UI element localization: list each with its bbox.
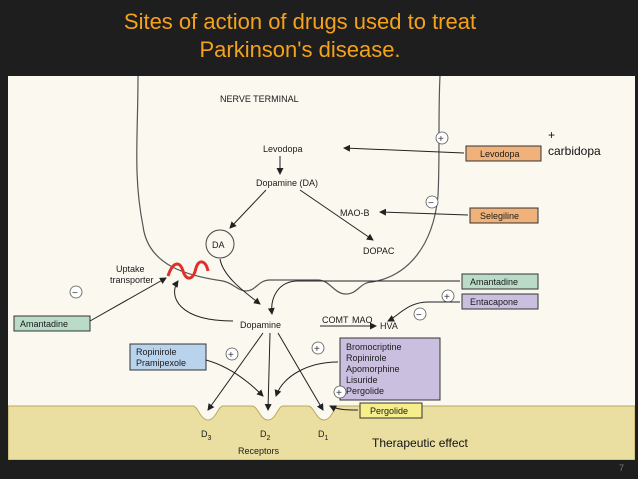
arrow-to-d2 xyxy=(264,332,272,411)
arrow-amantadine-right xyxy=(267,280,460,315)
arrow-amantadine-left xyxy=(89,277,167,322)
minus-sign-amantadine-left-text: − xyxy=(72,288,78,299)
arrow-pergolide xyxy=(329,405,359,412)
agonists-drug-box xyxy=(339,337,441,401)
nerve-terminal-outline xyxy=(136,76,441,295)
selegiline-drug-box xyxy=(469,207,539,224)
arrow-reuptake xyxy=(171,280,234,322)
diagram-figure: NERVE TERMINAL Levodopa Dopamine (DA) MA… xyxy=(8,76,635,460)
d2-label: D2 xyxy=(260,429,271,442)
nerve-terminal-label: NERVE TERMINAL xyxy=(220,94,299,104)
plus-note: + xyxy=(548,128,556,142)
diagram-svg: NERVE TERMINAL Levodopa Dopamine (DA) MA… xyxy=(8,76,635,460)
ropinirole-pramipexole-box xyxy=(129,343,207,371)
arrow-entacapone xyxy=(387,301,460,322)
arrow-to-d1 xyxy=(277,332,324,411)
arrow-to-d3 xyxy=(207,332,264,411)
pergolide-drug-box xyxy=(359,402,423,419)
entacapone-label: Entacapone xyxy=(470,297,518,307)
levodopa-drug-label: Levodopa xyxy=(480,149,520,159)
agonist-pergolide: Pergolide xyxy=(346,386,384,396)
agonist-bromocriptine: Bromocriptine xyxy=(346,342,402,352)
hva-label: HVA xyxy=(380,321,398,331)
entacapone-drug-box xyxy=(461,293,539,310)
d1-label: D1 xyxy=(318,429,329,442)
title-line-1: Sites of action of drugs used to treat xyxy=(123,9,477,34)
plus-sign-amantadine-text: + xyxy=(444,292,450,303)
plus-sign-levodopa xyxy=(435,131,449,145)
amantadine-left-label: Amantadine xyxy=(20,319,68,329)
ropinirole-label: Ropinirole xyxy=(136,347,177,357)
minus-sign-selegiline-text: − xyxy=(428,198,434,209)
mao-label: MAO xyxy=(352,315,373,325)
dopamine-label: Dopamine xyxy=(240,320,281,330)
uptake-label-1: Uptake xyxy=(116,264,145,274)
plus-sign-pergolide-text: + xyxy=(336,388,342,399)
plus-sign-ropinirole xyxy=(225,347,239,361)
slide-title: Sites of action of drugs used to treat P… xyxy=(0,8,600,64)
pergolide-label: Pergolide xyxy=(370,406,408,416)
arrow-da-to-dopac xyxy=(299,189,374,241)
carbidopa-note: carbidopa xyxy=(548,144,601,158)
dopac-label: DOPAC xyxy=(363,246,395,256)
plus-sign-pergolide xyxy=(333,385,347,399)
minus-sign-selegiline xyxy=(425,195,439,209)
arrow-levodopa-drug xyxy=(343,144,465,154)
selegiline-drug-label: Selegiline xyxy=(480,211,519,221)
plus-sign-ropinirole-text: + xyxy=(228,350,234,361)
uptake-transporter-icon xyxy=(166,260,210,280)
agonist-ropinirole: Ropinirole xyxy=(346,353,387,363)
pramipexole-label: Pramipexole xyxy=(136,358,186,368)
agonist-apomorphine: Apomorphine xyxy=(346,364,400,374)
agonist-lisuride: Lisuride xyxy=(346,375,378,385)
da-vesicle xyxy=(205,229,235,259)
title-line-2: Parkinson's disease. xyxy=(199,37,401,62)
arrow-da-to-vesicle xyxy=(229,189,267,229)
amantadine-right-drug-box xyxy=(461,273,539,290)
arrow-selegiline xyxy=(379,208,469,216)
minus-sign-amantadine-left xyxy=(69,285,83,299)
comt-label: COMT xyxy=(322,315,349,325)
d3-label: D3 xyxy=(201,429,212,442)
mao-b-label: MAO-B xyxy=(340,208,370,218)
amantadine-left-drug-box xyxy=(13,315,91,332)
arrow-ropinirole xyxy=(205,359,264,397)
levodopa-drug-box xyxy=(465,145,542,162)
levodopa-label: Levodopa xyxy=(263,144,303,154)
arrow-vesicle-release xyxy=(219,258,261,305)
plus-sign-agonists-text: + xyxy=(314,344,320,355)
plus-sign-agonists xyxy=(311,341,325,355)
amantadine-right-label: Amantadine xyxy=(470,277,518,287)
uptake-label-2: transporter xyxy=(110,275,154,285)
postsynaptic-surface xyxy=(8,405,635,460)
da-label: DA xyxy=(212,240,225,250)
therapeutic-effect-note: Therapeutic effect xyxy=(372,436,468,450)
minus-sign-entacapone xyxy=(413,307,427,321)
page-number: 7 xyxy=(618,463,624,473)
arrow-agonists xyxy=(274,361,339,397)
dopamine-da-label: Dopamine (DA) xyxy=(256,178,318,188)
receptors-label: Receptors xyxy=(238,446,280,456)
minus-sign-entacapone-text: − xyxy=(416,310,422,321)
plus-sign-levodopa-text: + xyxy=(438,134,444,145)
